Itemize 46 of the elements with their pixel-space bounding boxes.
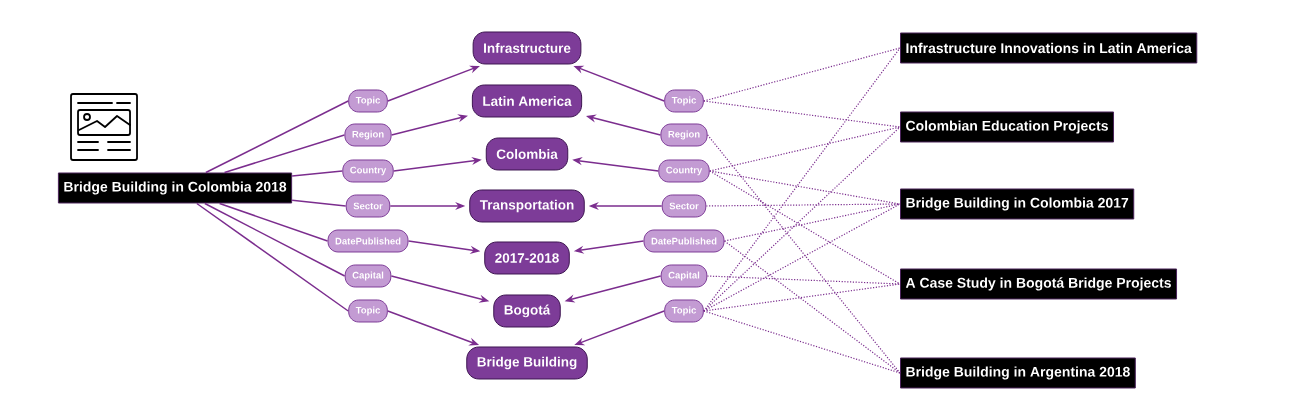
- article-box: Colombian Education Projects: [900, 111, 1114, 143]
- connector: [223, 134, 346, 174]
- property-pill: Capital: [660, 264, 708, 288]
- connector: [703, 100, 901, 128]
- concept-node: 2017-2018: [484, 241, 570, 275]
- connector: [291, 170, 344, 177]
- property-pill: Region: [660, 123, 708, 147]
- connector: [703, 283, 901, 312]
- connector: [703, 126, 901, 312]
- connector: [709, 126, 901, 172]
- connector: [703, 310, 901, 374]
- concept-node: Bridge Building: [466, 346, 588, 380]
- concept-node: Infrastructure: [472, 31, 582, 65]
- property-pill: Topic: [664, 299, 704, 323]
- connector: [709, 170, 901, 285]
- property-pill: Country: [658, 159, 710, 183]
- property-pill: Sector: [661, 194, 707, 218]
- property-pill: Capital: [344, 264, 392, 288]
- article-box: Infrastructure Innovations in Latin America: [900, 32, 1198, 64]
- connector: [706, 275, 901, 285]
- concept-node: Colombia: [485, 137, 569, 171]
- property-pill: Topic: [664, 89, 704, 113]
- concept-node: Transportation: [469, 189, 585, 223]
- connector: [218, 202, 329, 242]
- connector: [196, 202, 349, 312]
- article-box: A Case Study in Bogotá Bridge Projects: [900, 268, 1178, 300]
- property-pill: DatePublished: [327, 229, 409, 253]
- concept-node: Latin America: [471, 84, 583, 118]
- article-box: Bridge Building in Colombia 2017: [900, 188, 1135, 220]
- connector: [291, 199, 347, 207]
- property-pill: Region: [344, 123, 392, 147]
- property-pill: Topic: [348, 299, 388, 323]
- article-box: Bridge Building in Argentina 2018: [900, 357, 1136, 389]
- property-pill: Country: [342, 159, 394, 183]
- property-pill: Topic: [348, 89, 388, 113]
- connector: [707, 134, 901, 374]
- property-pill: Sector: [345, 194, 391, 218]
- concept-node: Bogotá: [493, 294, 561, 328]
- article-box: Bridge Building in Colombia 2018: [57, 172, 293, 204]
- connector: [703, 47, 901, 312]
- property-pill: DatePublished: [643, 229, 725, 253]
- connector: [723, 203, 901, 242]
- connector: [205, 100, 349, 174]
- connector: [709, 170, 901, 205]
- connector: [204, 202, 346, 277]
- connector: [703, 203, 901, 312]
